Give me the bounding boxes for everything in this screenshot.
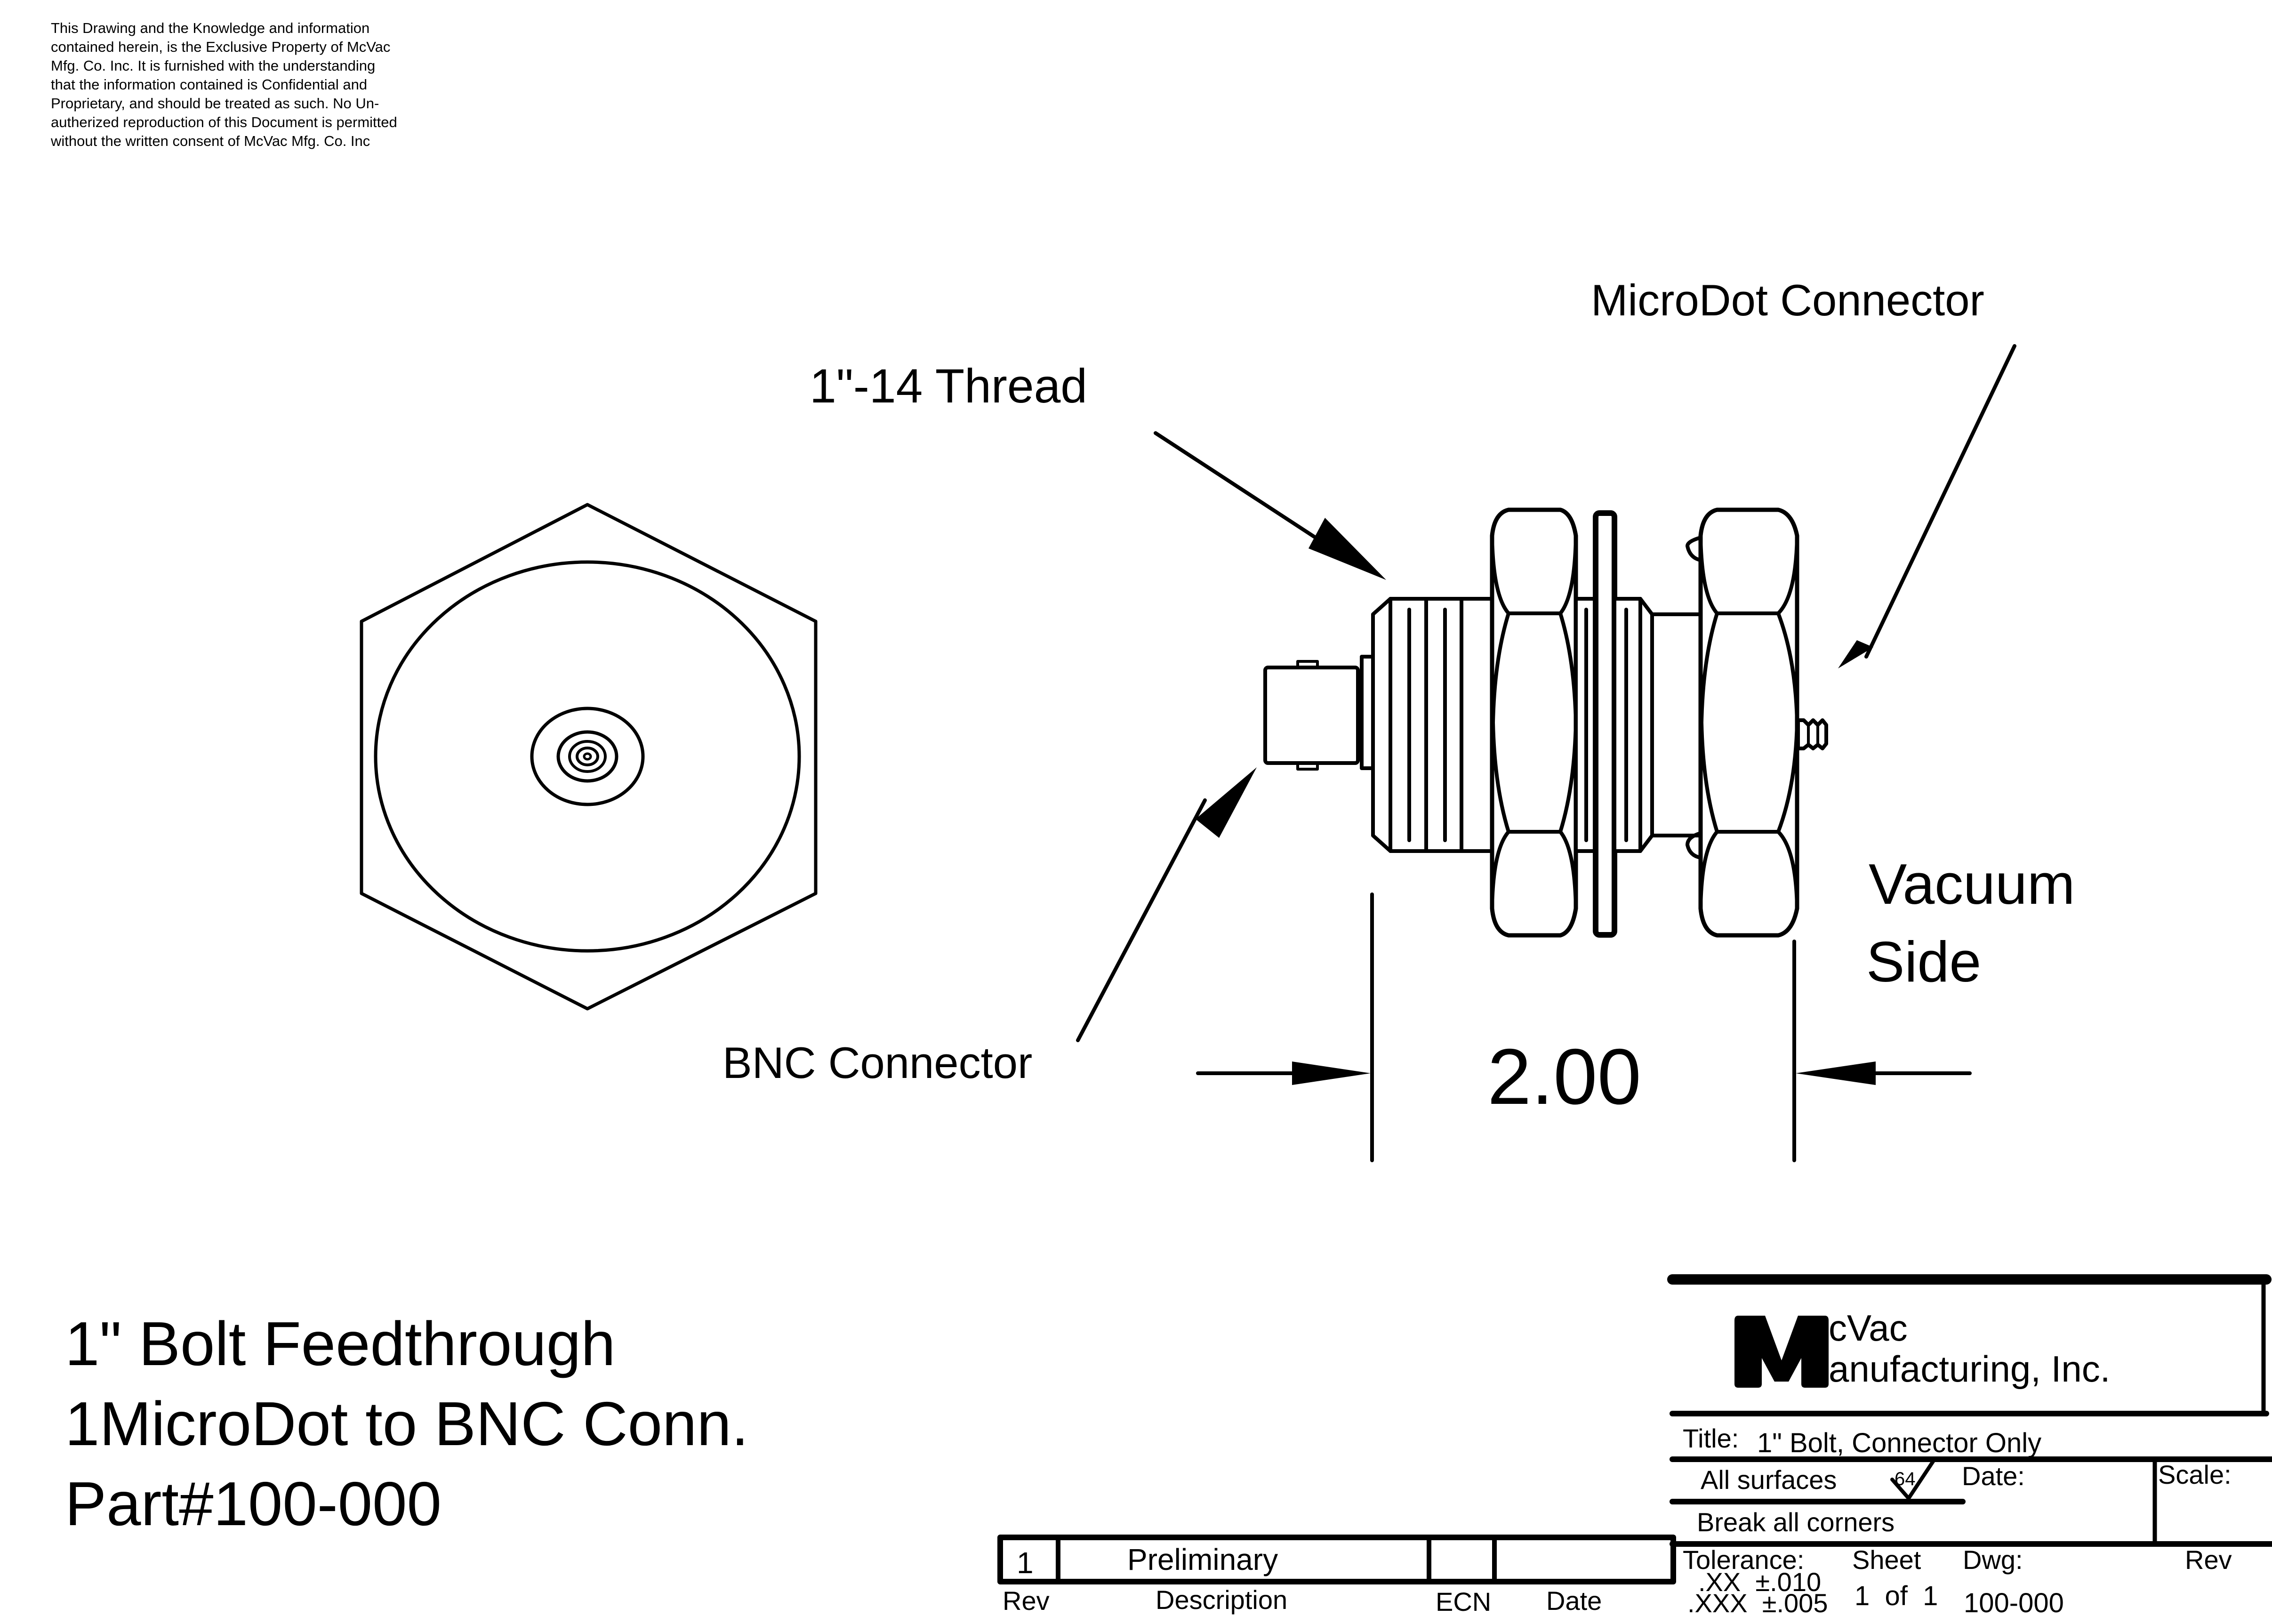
end-view <box>360 503 818 1011</box>
notice-line: This Drawing and the Knowledge and infor… <box>51 20 369 36</box>
revision-description: Preliminary <box>1127 1543 1278 1576</box>
title-label: Title: <box>1683 1423 1739 1453</box>
confidentiality-notice: This Drawing and the Knowledge and infor… <box>50 20 397 149</box>
left-hex-nut <box>1490 507 1578 938</box>
notice-line: that the information contained is Confid… <box>51 76 367 93</box>
microdot-callout: MicroDot Connector <box>1591 275 2016 668</box>
title-block: M cVac anufacturing, Inc. Title: 1" Bolt… <box>1667 1274 2272 1618</box>
revision-header-date: Date <box>1546 1586 1602 1616</box>
dimension-value: 2.00 <box>1487 1032 1641 1121</box>
bnc-center-pin <box>583 752 592 761</box>
surfaces-label: All surfaces <box>1701 1465 1837 1495</box>
scale-label: Scale: <box>2158 1460 2232 1489</box>
sheet-label: Sheet <box>1852 1545 1921 1575</box>
company-name-line1: cVac <box>1829 1307 1908 1349</box>
revision-header-description: Description <box>1156 1585 1287 1615</box>
dimension-arrowhead-left <box>1292 1061 1371 1085</box>
part-description-line1: 1" Bolt Feedthrough <box>65 1309 616 1378</box>
sheet-value: 1 of 1 <box>1855 1581 1938 1611</box>
company-name-line2: anufacturing, Inc. <box>1829 1348 2110 1390</box>
bnc-inner-ring <box>568 740 607 773</box>
revision-table: 1 Preliminary Rev Description ECN Date <box>997 1535 1676 1616</box>
neck <box>1650 612 1706 837</box>
microdot-arrowhead <box>1838 640 1873 668</box>
length-dimension: 2.00 <box>1196 892 1972 1162</box>
surface-finish-icon <box>1890 1457 1936 1500</box>
bnc-lug-bottom <box>1296 762 1319 771</box>
hex-nut-outline <box>360 503 818 1011</box>
bnc-outer-ring <box>530 707 645 806</box>
right-hex-nut <box>1686 507 1799 938</box>
vacuum-label-line1: Vacuum <box>1869 852 2075 916</box>
mcvac-logo-icon <box>1734 1316 1829 1388</box>
thread-callout: 1"-14 Thread <box>810 359 1386 580</box>
vacuum-label-line2: Side <box>1866 930 1981 994</box>
dwg-label: Dwg: <box>1963 1545 2023 1575</box>
notice-line: Proprietary, and should be treated as su… <box>51 95 379 112</box>
mounting-plate <box>1593 510 1617 938</box>
microdot-connector <box>1796 718 1828 750</box>
part-description-line2: 1MicroDot to BNC Conn. <box>65 1389 749 1458</box>
thread-leader <box>1154 431 1334 550</box>
revision-header-ecn: ECN <box>1436 1587 1491 1616</box>
tolerance-xx: .XX ±.010 <box>1698 1567 1821 1597</box>
revision-header-rev: Rev <box>1003 1586 1050 1616</box>
body-circle <box>374 560 801 953</box>
rev-label: Rev <box>2185 1545 2232 1575</box>
thread-label: 1"-14 Thread <box>810 359 1087 413</box>
bnc-label: BNC Connector <box>723 1038 1032 1087</box>
title-value: 1" Bolt, Connector Only <box>1757 1428 2041 1458</box>
bnc-arrowhead <box>1196 767 1257 838</box>
part-description: 1" Bolt Feedthrough 1MicroDot to BNC Con… <box>65 1309 749 1538</box>
bnc-lug-top <box>1296 660 1319 669</box>
tolerance-xxx: .XXX ±.005 <box>1687 1588 1828 1618</box>
tolerance-label: Tolerance: <box>1683 1545 1804 1575</box>
bnc-pin-ring <box>576 747 599 766</box>
part-description-line3: Part#100-000 <box>65 1469 442 1538</box>
revision-row: 1 Preliminary <box>1017 1543 1278 1580</box>
body-section-right <box>1613 597 1654 853</box>
side-view <box>1263 507 1828 938</box>
bnc-body <box>1263 666 1360 765</box>
notice-line: without the written consent of McVac Mfg… <box>50 133 370 149</box>
notice-line: contained herein, is the Exclusive Prope… <box>51 39 390 55</box>
bnc-leader <box>1076 798 1207 1042</box>
revision-rev: 1 <box>1017 1546 1034 1580</box>
notice-line: autherized reproduction of this Document… <box>51 114 397 130</box>
bnc-mid-ring <box>556 730 618 783</box>
dimension-arrowhead-right <box>1796 1061 1876 1085</box>
notice-line: Mfg. Co. Inc. It is furnished with the u… <box>51 57 375 74</box>
thread-arrowhead <box>1309 518 1386 580</box>
break-corners-note: Break all corners <box>1697 1507 1895 1537</box>
bnc-callout: BNC Connector <box>723 767 1257 1087</box>
microdot-label: MicroDot Connector <box>1591 275 1984 325</box>
vacuum-side-label: Vacuum Side <box>1866 852 2075 994</box>
date-label: Date: <box>1962 1461 2025 1491</box>
revision-table-frame <box>997 1535 1676 1584</box>
microdot-leader <box>1864 344 2016 659</box>
dwg-number: 100-000 <box>1964 1588 2064 1618</box>
